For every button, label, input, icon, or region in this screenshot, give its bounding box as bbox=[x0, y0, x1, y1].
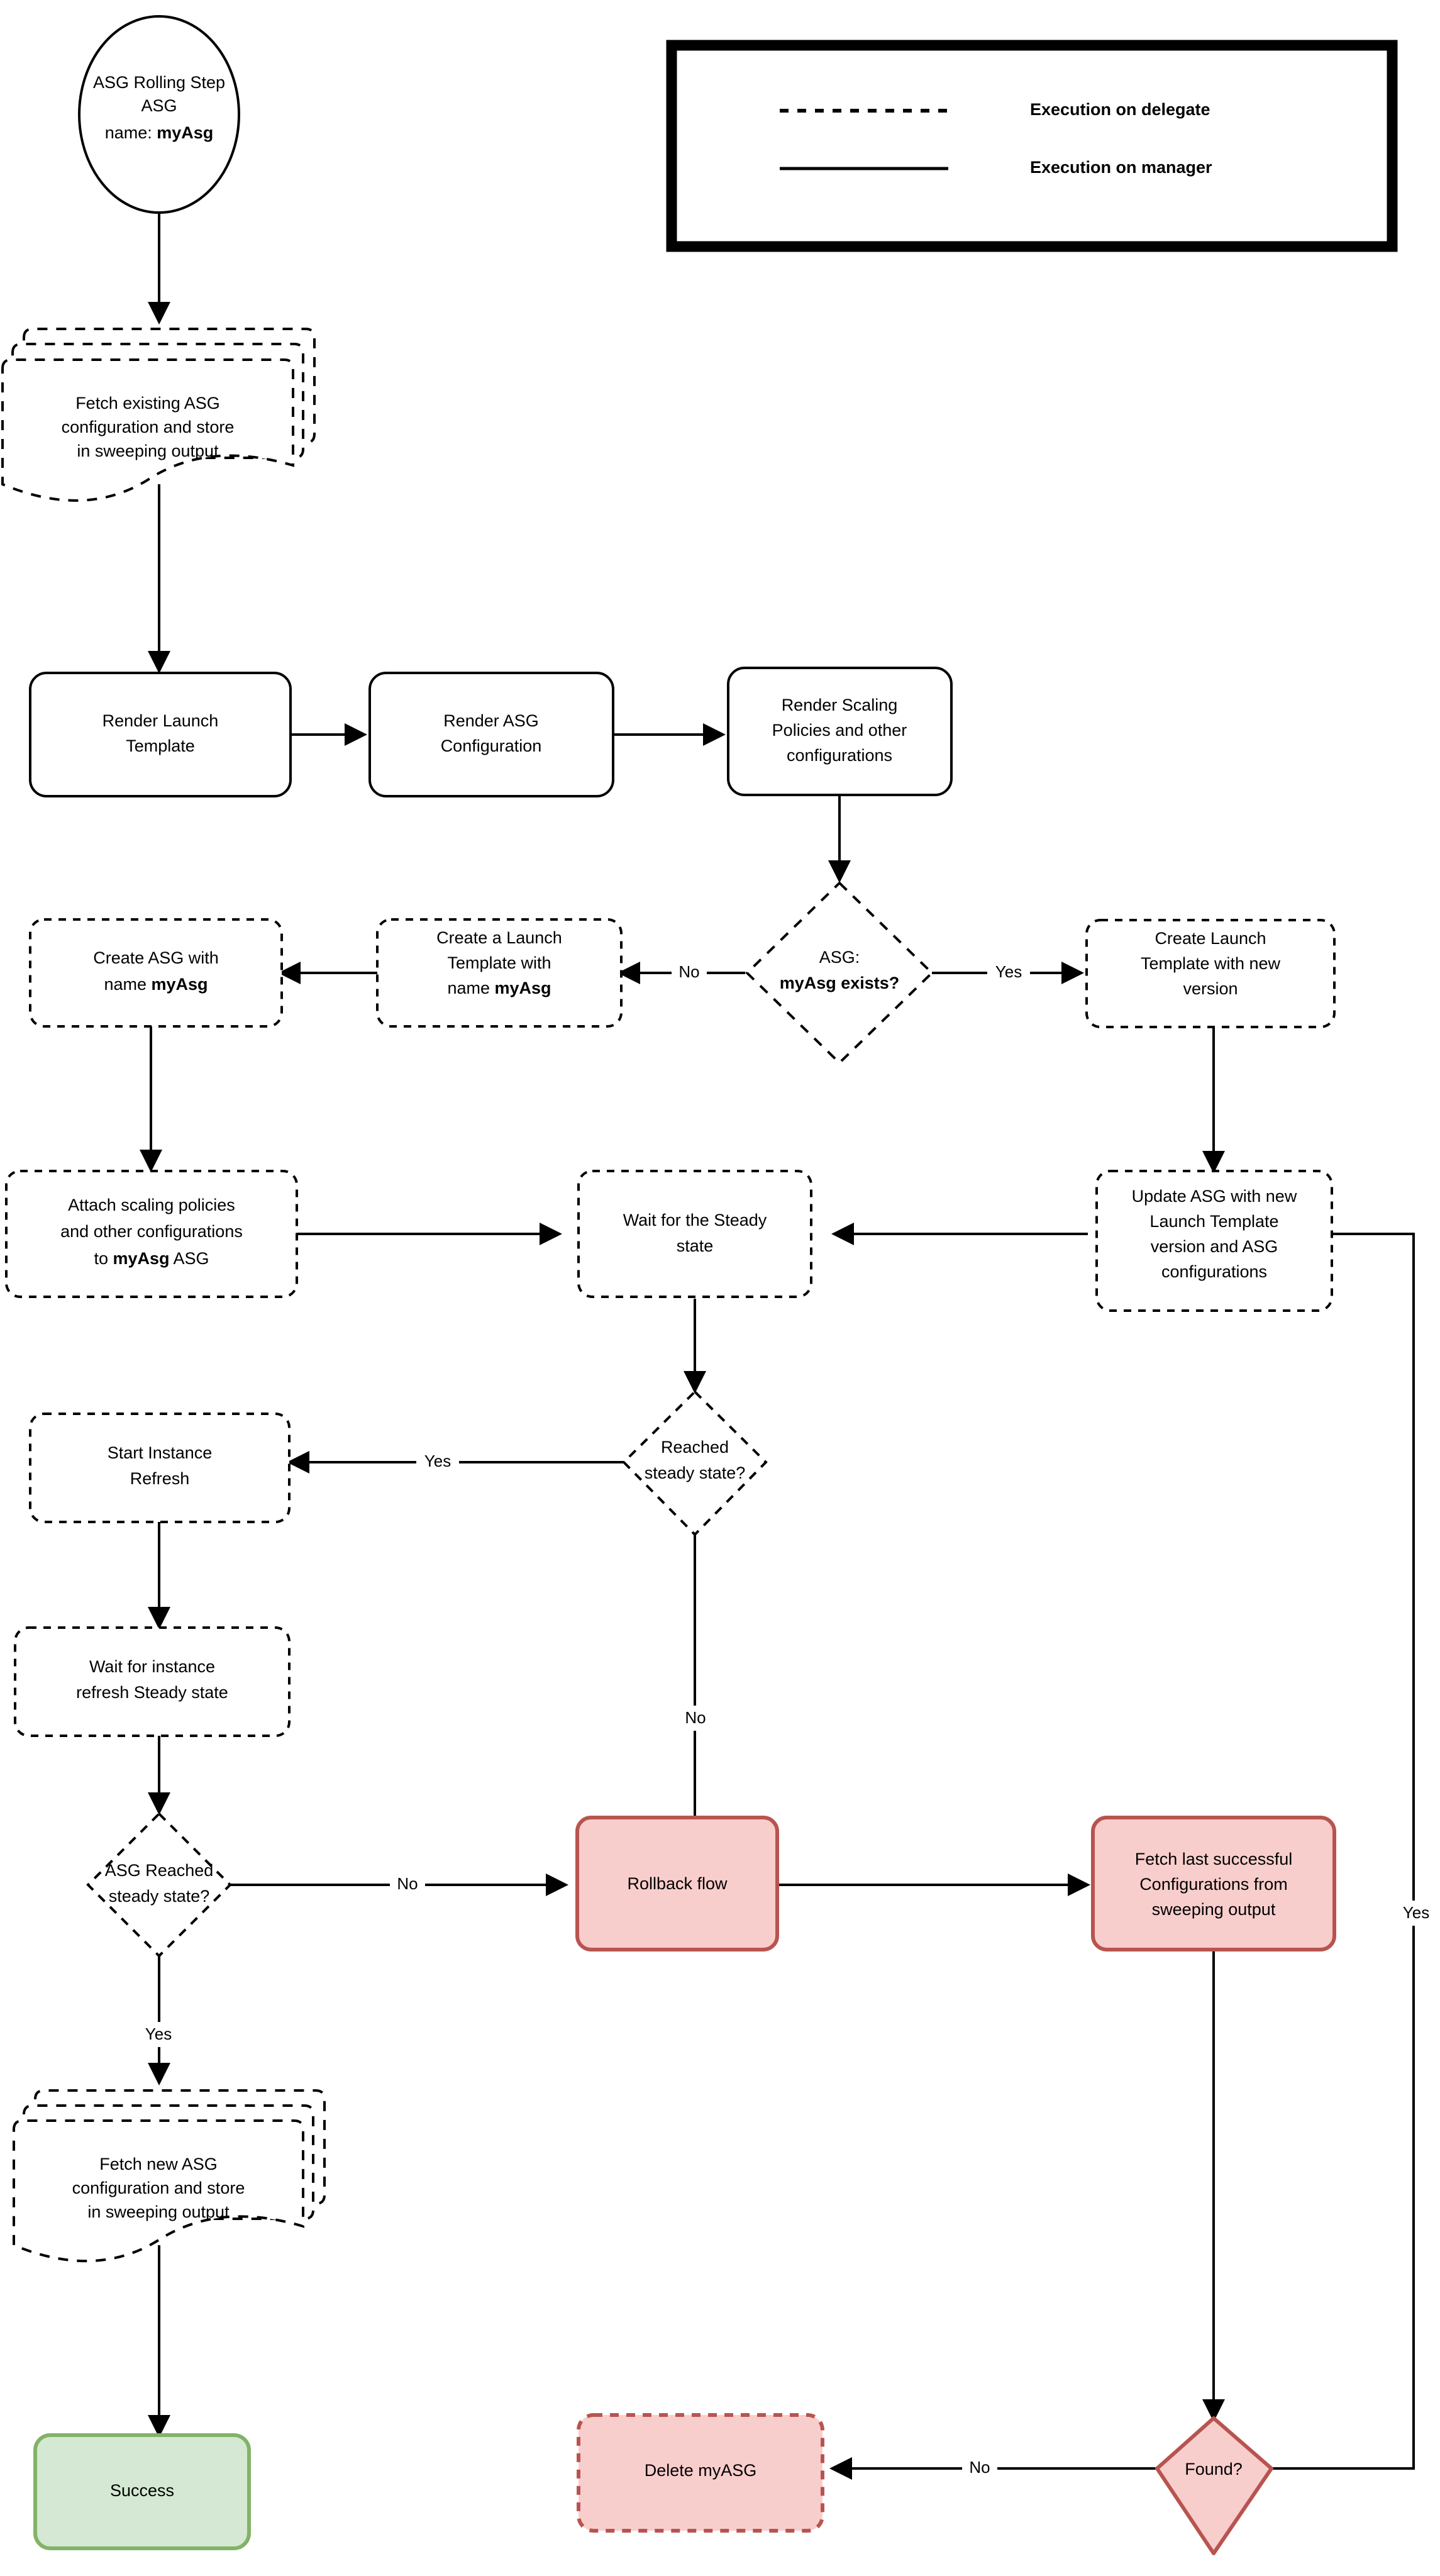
svg-text:Create a Launch: Create a Launch bbox=[436, 928, 562, 947]
svg-text:Fetch existing ASG: Fetch existing ASG bbox=[75, 394, 220, 413]
svg-text:steady state?: steady state? bbox=[645, 1463, 746, 1482]
svg-text:Update ASG with new: Update ASG with new bbox=[1132, 1187, 1297, 1206]
node-reached-steady-decision[interactable]: Reached steady state? bbox=[622, 1390, 768, 1536]
node-attach-policies[interactable]: Attach scaling policies and other config… bbox=[5, 1170, 298, 1298]
svg-text:Delete myASG: Delete myASG bbox=[645, 2461, 757, 2480]
svg-text:Create Launch: Create Launch bbox=[1155, 929, 1266, 948]
label-asg-reached-yes: Yes bbox=[145, 2024, 172, 2043]
label-found-yes: Yes bbox=[1403, 1903, 1429, 1922]
node-fetch-existing-label: Fetch existing ASG configuration and sto… bbox=[62, 394, 235, 460]
node-start-line3: name: myAsg bbox=[105, 123, 214, 142]
svg-text:Reached: Reached bbox=[661, 1438, 729, 1457]
svg-text:Wait for instance: Wait for instance bbox=[89, 1657, 215, 1676]
node-asg-exists-decision[interactable]: ASG: myAsg exists? bbox=[745, 881, 934, 1065]
svg-text:ASG:: ASG: bbox=[819, 948, 860, 967]
svg-text:configuration and store: configuration and store bbox=[62, 418, 235, 436]
edge-labels: No Yes Yes No No Yes No Yes bbox=[137, 960, 1437, 2480]
node-asg-exists-line2: myAsg exists? bbox=[780, 974, 900, 992]
label-asg-reached-no: No bbox=[397, 1874, 418, 1893]
svg-text:version and ASG: version and ASG bbox=[1151, 1237, 1278, 1256]
svg-text:Template with: Template with bbox=[447, 953, 551, 972]
svg-text:Rollback flow: Rollback flow bbox=[627, 1874, 728, 1893]
node-create-launch-template-new[interactable]: Create Launch Template with new version bbox=[1085, 919, 1336, 1028]
svg-text:Render Launch: Render Launch bbox=[102, 711, 219, 730]
doc-front bbox=[1, 358, 294, 502]
svg-text:Start Instance: Start Instance bbox=[108, 1443, 213, 1462]
node-rollback-flow[interactable]: Rollback flow bbox=[575, 1816, 779, 1951]
label-exists-no: No bbox=[678, 962, 699, 981]
node-start-instance-refresh[interactable]: Start Instance Refresh bbox=[29, 1413, 291, 1523]
svg-text:Refresh: Refresh bbox=[130, 1469, 190, 1488]
node-create-asg[interactable]: Create ASG with name myAsg bbox=[29, 918, 283, 1028]
svg-text:Template with new: Template with new bbox=[1141, 954, 1281, 973]
node-fetch-existing[interactable] bbox=[1, 328, 316, 502]
node-wait-instance-refresh[interactable]: Wait for instance refresh Steady state bbox=[14, 1626, 291, 1737]
node-attach-line3: to myAsg ASG bbox=[94, 1249, 209, 1268]
svg-text:Policies and other: Policies and other bbox=[772, 721, 907, 740]
svg-text:ASG Reached: ASG Reached bbox=[105, 1861, 214, 1880]
svg-text:state: state bbox=[677, 1236, 714, 1255]
node-asg-reached-steady-decision[interactable]: ASG Reached steady state? bbox=[86, 1812, 232, 1958]
doc2-front bbox=[13, 2119, 304, 2263]
node-start-line2: ASG bbox=[141, 96, 177, 115]
legend-label-manager: Execution on manager bbox=[1030, 158, 1212, 177]
node-found-decision[interactable]: Found? bbox=[1155, 2416, 1273, 2555]
node-delete-myasg[interactable]: Delete myASG bbox=[577, 2413, 824, 2533]
node-create-launch-template-named[interactable]: Create a Launch Template with name myAsg bbox=[376, 918, 623, 1028]
node-fetch-last-successful[interactable]: Fetch last successful Configurations fro… bbox=[1091, 1816, 1336, 1951]
label-reached-no: No bbox=[685, 1708, 706, 1727]
svg-text:Configuration: Configuration bbox=[441, 736, 542, 755]
node-fetch-new-asg[interactable] bbox=[13, 2089, 326, 2263]
svg-text:in sweeping output: in sweeping output bbox=[77, 441, 219, 460]
svg-text:version: version bbox=[1183, 979, 1238, 998]
node-render-scaling-policies[interactable]: Render Scaling Policies and other config… bbox=[727, 667, 953, 796]
svg-text:Create ASG with: Create ASG with bbox=[93, 948, 219, 967]
node-create-asg-line2: name myAsg bbox=[104, 975, 208, 994]
svg-text:configurations: configurations bbox=[1161, 1262, 1267, 1281]
label-found-no: No bbox=[969, 2458, 990, 2477]
label-exists-yes: Yes bbox=[995, 962, 1022, 981]
node-clt-line3: name myAsg bbox=[447, 979, 551, 997]
node-render-asg-configuration[interactable]: Render ASG Configuration bbox=[368, 672, 614, 797]
svg-text:steady state?: steady state? bbox=[109, 1887, 210, 1906]
svg-text:in sweeping output: in sweeping output bbox=[87, 2202, 230, 2221]
svg-text:refresh Steady state: refresh Steady state bbox=[76, 1683, 228, 1702]
label-reached-yes: Yes bbox=[424, 1452, 451, 1470]
svg-text:and other configurations: and other configurations bbox=[60, 1222, 243, 1241]
svg-text:sweeping output: sweeping output bbox=[1152, 1900, 1276, 1919]
legend: Execution on delegate Execution on manag… bbox=[666, 40, 1398, 252]
node-update-asg[interactable]: Update ASG with new Launch Template vers… bbox=[1095, 1170, 1333, 1312]
svg-text:Fetch last successful: Fetch last successful bbox=[1135, 1850, 1293, 1868]
svg-text:Template: Template bbox=[126, 736, 195, 755]
svg-text:Success: Success bbox=[110, 2481, 174, 2500]
svg-text:Configurations from: Configurations from bbox=[1139, 1875, 1288, 1894]
svg-text:configurations: configurations bbox=[787, 746, 892, 765]
svg-text:Wait for the Steady: Wait for the Steady bbox=[623, 1211, 767, 1230]
node-success[interactable]: Success bbox=[33, 2433, 251, 2550]
node-render-launch-template[interactable]: Render Launch Template bbox=[29, 672, 292, 797]
node-start-line1: ASG Rolling Step bbox=[93, 73, 225, 92]
edges bbox=[140, 213, 1415, 2480]
svg-text:Render ASG: Render ASG bbox=[443, 711, 539, 730]
legend-label-delegate: Execution on delegate bbox=[1030, 100, 1210, 119]
node-fetch-new-asg-label: Fetch new ASG configuration and store in… bbox=[72, 2155, 245, 2221]
svg-text:Render Scaling: Render Scaling bbox=[782, 696, 898, 714]
svg-text:Attach scaling policies: Attach scaling policies bbox=[68, 1196, 235, 1214]
svg-text:Launch Template: Launch Template bbox=[1149, 1212, 1278, 1231]
svg-text:Fetch new ASG: Fetch new ASG bbox=[99, 2155, 218, 2174]
node-wait-steady-state[interactable]: Wait for the Steady state bbox=[577, 1170, 812, 1298]
node-start[interactable]: ASG Rolling Step ASG name: myAsg bbox=[78, 15, 240, 214]
svg-text:configuration and store: configuration and store bbox=[72, 2179, 245, 2197]
svg-text:Found?: Found? bbox=[1185, 2460, 1243, 2479]
